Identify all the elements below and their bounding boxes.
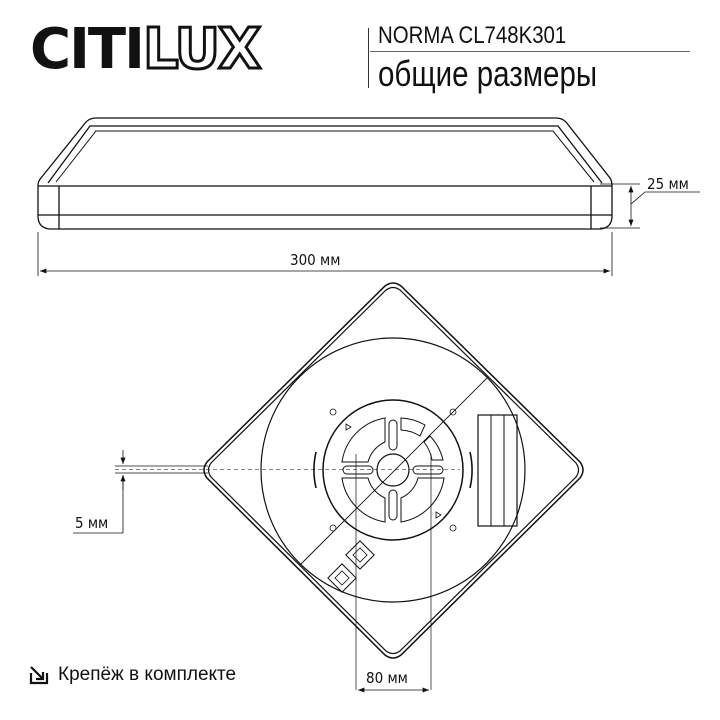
- dimension-height: [600, 183, 700, 229]
- footer-note: Крепёж в комплекте: [28, 664, 236, 686]
- top-view: [115, 282, 584, 690]
- brand-logo-solid: CITI: [30, 17, 145, 82]
- dimension-gap-label: 5 мм: [75, 514, 108, 532]
- footer-label: Крепёж в комплекте: [58, 664, 237, 685]
- dimension-width: [37, 232, 613, 276]
- dimension-width-label: 300 мм: [290, 251, 340, 269]
- page-title: общие размеры: [378, 53, 598, 94]
- side-view: [37, 117, 613, 230]
- arrow-down-right-box-icon: [29, 666, 49, 685]
- header-divider-vertical: [368, 28, 369, 88]
- model-name: NORMA CL748K301: [378, 22, 567, 49]
- header-divider-horizontal: [370, 51, 690, 52]
- brand-logo-outline: LUX: [141, 17, 262, 82]
- dimension-height-label: 25 мм: [647, 175, 689, 193]
- dimension-gap: [73, 450, 126, 534]
- dimension-mount-label: 80 мм: [366, 669, 408, 687]
- brand-logo: CITILUX: [30, 17, 263, 82]
